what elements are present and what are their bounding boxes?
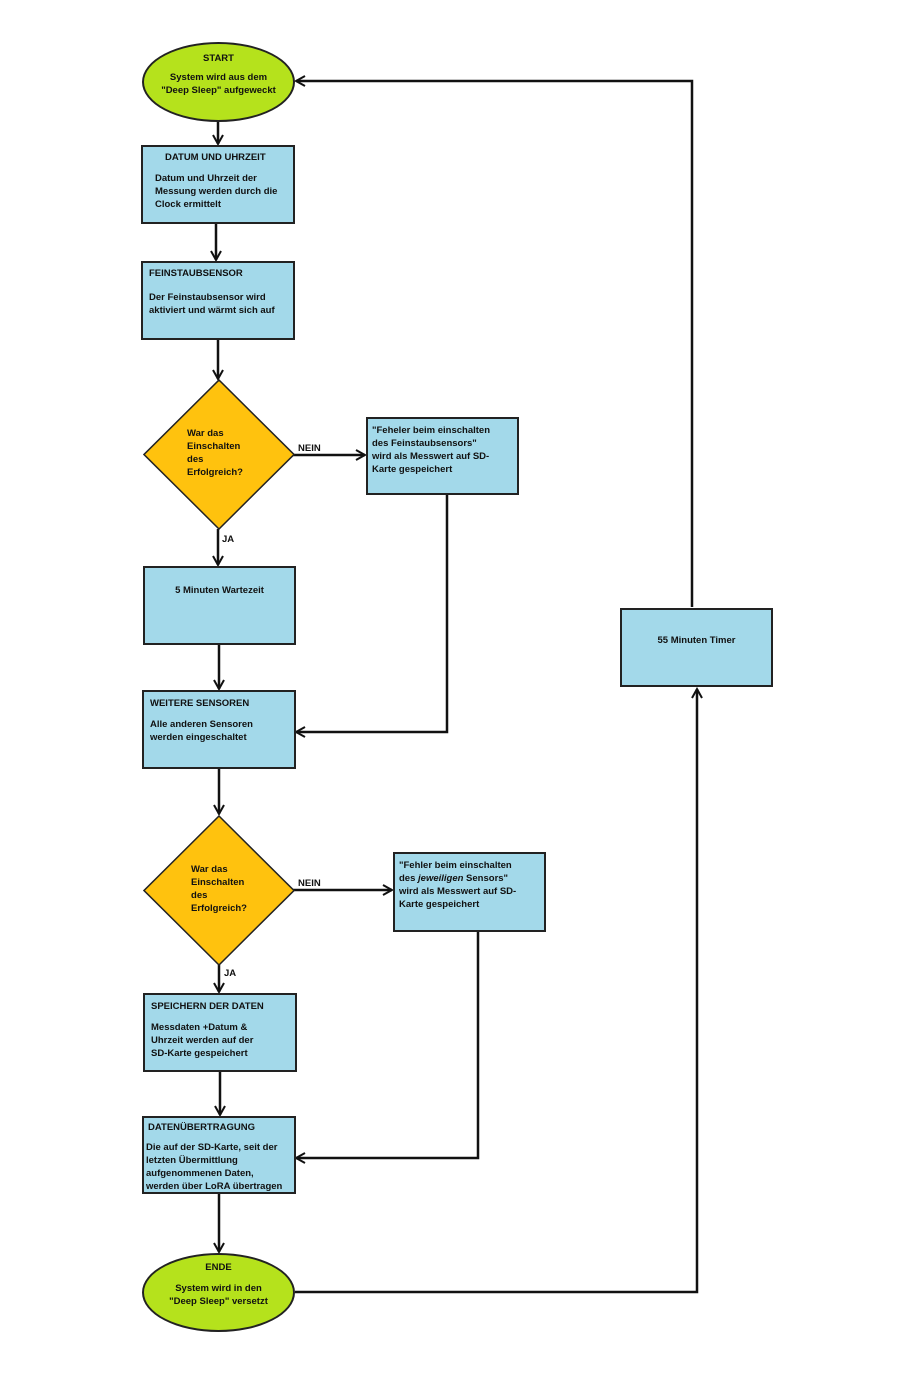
datum-process-box: DATUM UND UHRZEIT Datum und Uhrzeit der … <box>141 145 295 224</box>
error2-line2-pre: des <box>399 873 419 884</box>
decision1-line1: War das <box>187 427 224 439</box>
ende-text-line1: System wird in den <box>175 1283 262 1294</box>
feinstaub-text-line1: Der Feinstaubsensor wird <box>149 292 266 303</box>
uebertragung-text-line3: aufgenommenen Daten, <box>146 1168 254 1179</box>
feinstaub-title: FEINSTAUBSENSOR <box>149 268 243 279</box>
decision2-line3: des <box>191 889 208 901</box>
error1-line4: Karte gespeichert <box>372 464 453 475</box>
speichern-text-line1: Messdaten +Datum & <box>151 1022 248 1033</box>
decision2-ja-label: JA <box>224 968 237 979</box>
start-terminal: START System wird aus dem "Deep Sleep" a… <box>142 42 295 122</box>
start-text-line2: "Deep Sleep" aufgeweckt <box>161 85 276 96</box>
decision1-diamond: War das Einschalten des Erfolgreich? <box>143 379 295 530</box>
arrow-ende-to-timer <box>295 689 697 1294</box>
error1-line1: "Feheler beim einschalten <box>372 425 491 436</box>
ende-terminal: ENDE System wird in den "Deep Sleep" ver… <box>142 1253 295 1332</box>
arrow-error1-to-weitere <box>296 495 449 732</box>
error2-line2-post: Sensors" <box>463 873 509 884</box>
arrow-timer-to-start <box>296 81 694 607</box>
timer-process-box: 55 Minuten Timer <box>620 608 773 687</box>
decision2-line1: War das <box>191 863 228 875</box>
datum-title: DATUM UND UHRZEIT <box>165 152 266 163</box>
arrow-error2-to-uebertragung <box>296 932 480 1158</box>
wartezeit-text: 5 Minuten Wartezeit <box>175 585 264 596</box>
datum-text-line1: Datum und Uhrzeit der <box>155 173 257 184</box>
error2-line3: wird als Messwert auf SD- <box>399 886 517 897</box>
error2-line1: "Fehler beim einschalten <box>399 860 512 871</box>
wartezeit-process-box: 5 Minuten Wartezeit <box>143 566 296 645</box>
decision1-line2: Einschalten <box>187 440 241 452</box>
uebertragung-process-box: DATENÜBERTRAGUNG Die auf der SD-Karte, s… <box>142 1116 296 1194</box>
uebertragung-title: DATENÜBERTRAGUNG <box>148 1122 255 1133</box>
uebertragung-text-line1: Die auf der SD-Karte, seit der <box>146 1142 278 1153</box>
feinstaub-text-line2: aktiviert und wärmt sich auf <box>149 305 275 316</box>
decision1-line3: des <box>187 453 204 465</box>
speichern-text-line2: Uhrzeit werden auf der <box>151 1035 254 1046</box>
weitere-title: WEITERE SENSOREN <box>150 698 250 709</box>
error1-box: "Feheler beim einschalten des Feinstaubs… <box>366 417 519 495</box>
decision1-line4: Erfolgreich? <box>187 466 243 478</box>
error2-line2-emphasis: jeweiligen <box>418 873 464 884</box>
error2-box: "Fehler beim einschalten des jeweiligen … <box>393 852 546 932</box>
feinstaub-process-box: FEINSTAUBSENSOR Der Feinstaubsensor wird… <box>141 261 295 340</box>
speichern-text-line3: SD-Karte gespeichert <box>151 1048 248 1059</box>
ende-title: ENDE <box>205 1262 232 1273</box>
weitere-text-line2: werden eingeschaltet <box>150 732 247 743</box>
error1-line3: wird als Messwert auf SD- <box>372 451 490 462</box>
decision2-line2: Einschalten <box>191 876 245 888</box>
timer-text: 55 Minuten Timer <box>657 635 736 646</box>
decision2-nein-label: NEIN <box>298 878 321 889</box>
start-title: START <box>203 53 234 64</box>
ende-text-line2: "Deep Sleep" versetzt <box>169 1296 268 1307</box>
speichern-title: SPEICHERN DER DATEN <box>151 1001 264 1012</box>
decision2-diamond: War das Einschalten des Erfolgreich? <box>143 815 295 966</box>
datum-text-line2: Messung werden durch die <box>155 186 278 197</box>
uebertragung-text-line2: letzten Übermittlung <box>146 1155 238 1166</box>
decision1-nein-label: NEIN <box>298 443 321 454</box>
uebertragung-text-line4: werden über LoRA übertragen <box>146 1181 283 1192</box>
error1-line2: des Feinstaubsensors" <box>372 438 477 449</box>
speichern-process-box: SPEICHERN DER DATEN Messdaten +Datum & U… <box>143 993 297 1072</box>
weitere-text-line1: Alle anderen Sensoren <box>150 719 253 730</box>
decision1-ja-label: JA <box>222 534 235 545</box>
datum-text-line3: Clock ermittelt <box>155 199 221 210</box>
error2-line4: Karte gespeichert <box>399 899 480 910</box>
start-text-line1: System wird aus dem <box>169 72 268 83</box>
weitere-process-box: WEITERE SENSOREN Alle anderen Sensoren w… <box>142 690 296 769</box>
error2-line2: des jeweiligen Sensors" <box>399 872 540 885</box>
decision2-line4: Erfolgreich? <box>191 902 247 914</box>
